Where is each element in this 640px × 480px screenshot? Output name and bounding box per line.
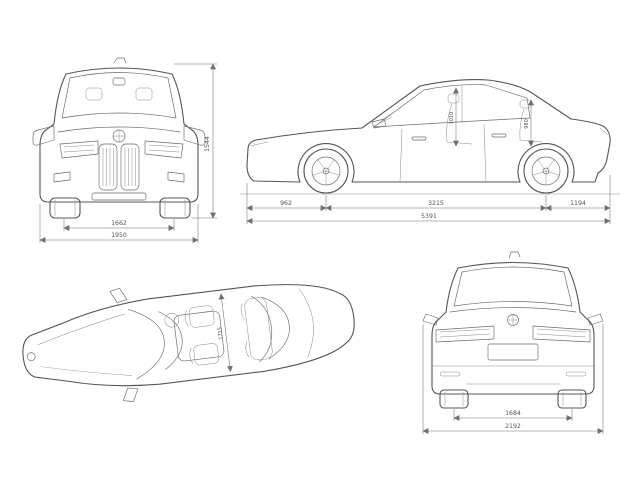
dim-front-height: 1544 [204,136,211,152]
rear-car-body [422,251,604,409]
top-dimensions: 1715 [217,293,233,373]
side-car-body [240,79,620,195]
left-headlight [59,140,99,159]
side-view-drawing: 1010 980 962 3215 1194 5391 [240,79,620,224]
right-wheel-rear [557,389,587,409]
brand-roundel [112,129,126,143]
dim-front-width: 1950 [111,232,127,239]
right-mirror-top [122,387,139,402]
right-mirror-rear [587,313,604,326]
dim-wheelbase: 3215 [428,200,444,207]
left-wheel [49,197,81,219]
dim-front-overhang: 962 [280,200,292,207]
dim-mirror-width: 2192 [505,423,521,430]
brand-roundel-top [26,352,36,361]
antenna-fin-rear [508,251,521,259]
top-car-body: 1715 [22,284,355,402]
dim-rear-overhang: 1194 [570,200,586,207]
left-mirror [32,125,55,146]
rear-wheel [523,148,569,194]
left-mirror-rear [422,313,439,326]
dim-interior-width: 1715 [217,327,225,340]
rearview-mirror [112,77,126,86]
brand-roundel-rear [507,314,519,326]
kidney-grille [98,143,140,191]
dim-rear-track: 1684 [505,410,521,417]
rear-view-drawing: 1684 2192 [422,251,604,434]
dim-front-track: 1662 [111,220,127,227]
side-dimensions: 1010 980 962 3215 1194 5391 [246,87,611,224]
antenna-fin [113,57,127,64]
seats-top [164,297,273,366]
dim-front-headroom: 1010 [449,112,455,125]
dim-rear-headroom: 980 [524,119,530,129]
front-view-drawing: 1544 1662 1950 [32,57,217,243]
left-wheel-rear [439,389,469,409]
right-wheel [159,197,191,219]
front-car-body [32,57,206,219]
left-mirror-top [109,288,128,304]
right-mirror [183,125,206,146]
rear-dimensions: 1684 2192 [422,324,604,434]
right-taillight [532,325,591,343]
front-dimensions: 1544 1662 1950 [39,63,217,243]
front-wheel [303,148,349,194]
top-view-drawing: 1715 [22,284,355,402]
right-headlight [144,140,184,159]
license-plate [487,343,539,361]
side-mirror [371,118,387,129]
dim-length: 5391 [421,213,437,220]
left-taillight [435,325,495,343]
sunroof [173,310,225,362]
